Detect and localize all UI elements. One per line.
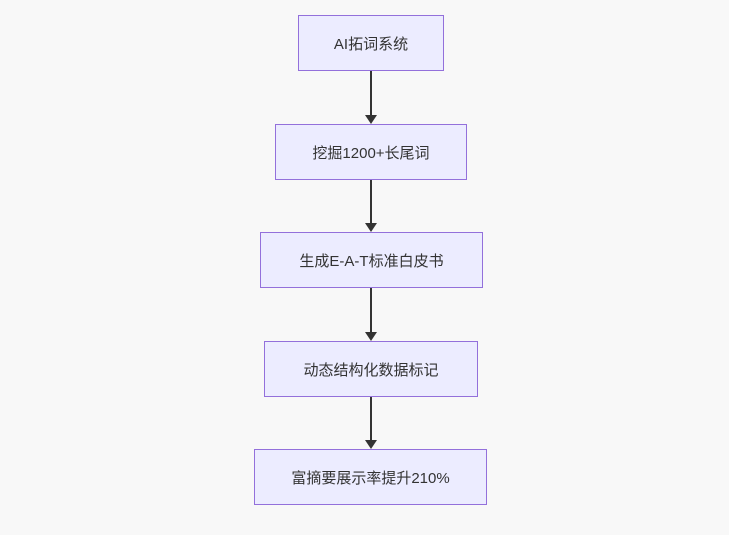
flowchart-node-step-2: 挖掘1200+长尾词 <box>275 124 467 180</box>
flowchart-edge-1 <box>364 71 378 124</box>
arrowhead-down-icon <box>365 115 377 124</box>
edge-line <box>370 71 372 117</box>
node-label: 动态结构化数据标记 <box>303 361 439 379</box>
flowchart-edge-2 <box>364 180 378 232</box>
arrowhead-down-icon <box>365 440 377 449</box>
flowchart-edge-4 <box>364 397 378 449</box>
arrowhead-down-icon <box>365 223 377 232</box>
edge-line <box>370 180 372 225</box>
node-label: 富摘要展示率提升210% <box>291 469 450 487</box>
arrowhead-down-icon <box>365 332 377 341</box>
flowchart-node-step-5: 富摘要展示率提升210% <box>254 449 487 505</box>
node-label: 生成E-A-T标准白皮书 <box>299 252 444 270</box>
flowchart-edge-3 <box>364 288 378 341</box>
flowchart-node-step-1: AI拓词系统 <box>298 15 444 71</box>
edge-line <box>370 288 372 334</box>
node-label: AI拓词系统 <box>333 35 409 53</box>
flowchart-node-step-4: 动态结构化数据标记 <box>264 341 478 397</box>
flowchart-node-step-3: 生成E-A-T标准白皮书 <box>260 232 483 288</box>
node-label: 挖掘1200+长尾词 <box>312 144 430 162</box>
edge-line <box>370 397 372 442</box>
